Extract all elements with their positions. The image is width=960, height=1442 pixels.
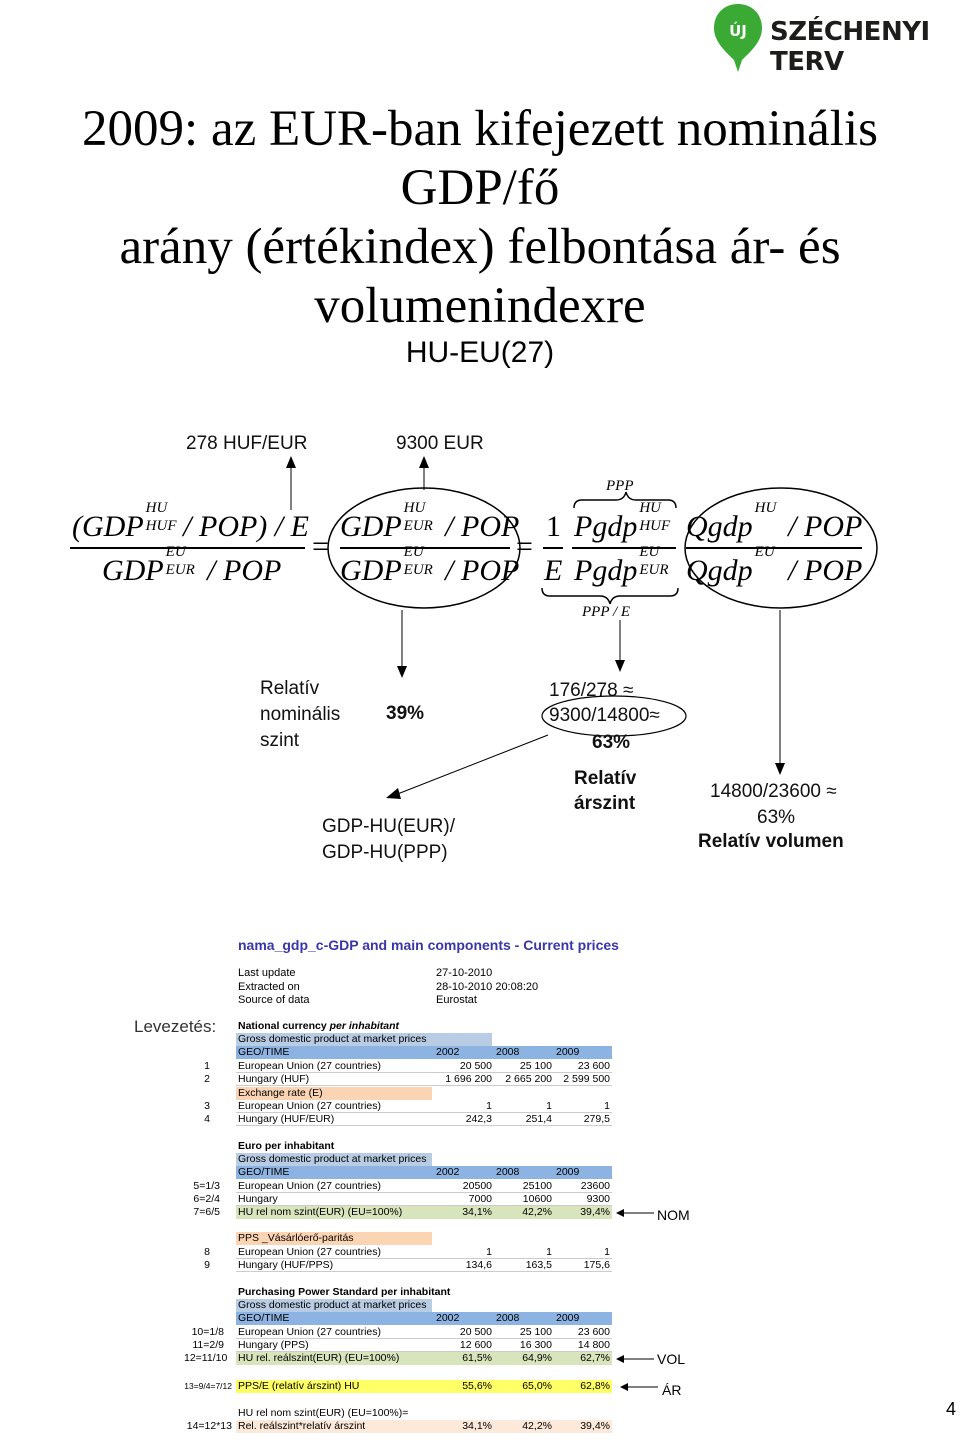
eur-per-capita-label: 9300 EUR [396, 433, 484, 454]
section-pps-per-inhabitant: Purchasing Power Standard per inhabitant [238, 1286, 451, 1298]
ppp-e-brace-label: PPP / E [582, 604, 631, 620]
arrow-up-exchange-rate [286, 456, 296, 468]
exchange-rate-header: Exchange rate (E) [236, 1087, 432, 1100]
gdp-market-prices-header-2: Gross domestic product at market prices [236, 1153, 432, 1166]
arrow-left-icon [616, 1355, 654, 1363]
brace-bottom [541, 587, 679, 605]
row-number-11: 11=2/9 [192, 1339, 224, 1351]
arrow-gdp-ratio [386, 788, 401, 799]
row-number-3: 3 [204, 1100, 210, 1112]
equals-sign-2: = [516, 530, 533, 563]
nom-label: NOM [657, 1207, 690, 1223]
relative-nominal-label: Relatív nominális szint [260, 678, 341, 751]
title-line-1: 2009: az EUR-ban kifejezett nominális GD… [82, 101, 878, 216]
logo-mark-text: ÚJ [729, 21, 747, 40]
pps-header: PPS _Vásárlóerő-paritás [236, 1232, 432, 1245]
row-number-1: 1 [204, 1060, 210, 1072]
brace-top [573, 491, 677, 509]
table-meta-keys: Last update Extracted on Source of data [238, 967, 310, 1006]
row-number-14: 14=12*13 [186, 1420, 232, 1432]
equals-sign-1: = [312, 530, 329, 563]
ellipse-price-ratio [541, 695, 687, 737]
arrow-down-price [615, 660, 625, 672]
table-row-highlight-vol: HU rel. reálszint(EUR) (EU=100%)61,5%64,… [236, 1352, 612, 1365]
table-row-highlight-nom: HU rel nom szint(EUR) (EU=100%)34,1%42,2… [236, 1206, 612, 1219]
arrow-left-icon [616, 1209, 654, 1217]
row-14-caption: HU rel nom szint(EUR) (EU=100%)= [238, 1407, 409, 1419]
relative-price-label: Relatív árszint [574, 768, 637, 814]
section-euro-per-inhabitant: Euro per inhabitant [238, 1140, 335, 1152]
szechenyi-logo-icon: ÚJ [714, 4, 762, 72]
gdp-ratio-label: GDP-HU(EUR)/ GDP-HU(PPP) [322, 816, 455, 863]
price-ratio-line-2: 9300/14800≈ [549, 705, 660, 726]
page-title: 2009: az EUR-ban kifejezett nominális GD… [0, 100, 960, 336]
row-number-10: 10=1/8 [191, 1326, 224, 1338]
volume-ratio-value: 63% [757, 807, 796, 828]
ar-label: ÁR [662, 1382, 682, 1398]
relative-volume-label: Relatív volumen [698, 831, 844, 852]
volume-ratio-line-1: 14800/23600 ≈ [710, 781, 837, 802]
row-number-5: 5=1/3 [193, 1180, 220, 1192]
page-subtitle: HU-EU(27) [405, 336, 555, 369]
formula-3-one: 1 [546, 510, 561, 543]
exchange-rate-label: 278 HUF/EUR [186, 433, 308, 454]
row-number-12: 12=11/10 [184, 1352, 228, 1364]
row-number-4: 4 [204, 1113, 210, 1125]
table-meta-values: 27-10-2010 28-10-2010 20:08:20 Eurostat [436, 967, 539, 1006]
gdp-market-prices-header: Gross domestic product at market prices [236, 1033, 492, 1046]
formula-3-e: E [544, 554, 563, 587]
decomposition-diagram [70, 456, 878, 799]
gdp-market-prices-header-3: Gross domestic product at market prices [236, 1299, 432, 1312]
ppp-brace-label: PPP [606, 478, 634, 494]
arrow-down-nominal [397, 666, 407, 678]
title-line-3: volumenindexre [314, 278, 646, 334]
table-title: nama_gdp_c-GDP and main components - Cur… [238, 937, 619, 953]
price-ratio-value: 63% [592, 732, 631, 753]
row-number-8: 8 [204, 1246, 210, 1258]
relative-nominal-value: 39% [386, 703, 425, 724]
vol-label: VOL [657, 1351, 686, 1367]
arrow-down-volume [775, 763, 785, 775]
section-national-currency: National currency per inhabitant [238, 1020, 400, 1032]
row-number-2: 2 [204, 1073, 210, 1085]
levezetes-label: Levezetés: [134, 1017, 217, 1036]
arrow-left-icon [620, 1383, 658, 1391]
arrow-up-eur [419, 456, 429, 468]
price-ratio-line-1: 176/278 ≈ [549, 680, 634, 701]
logo-text: SZÉCHENYI TERV [770, 17, 930, 77]
row-number-9: 9 [204, 1259, 210, 1271]
ellipse-volume-ratio [684, 487, 878, 609]
page-number: 4 [945, 1399, 956, 1419]
title-line-2: arány (értékindex) felbontása ár- és [119, 219, 841, 275]
row-number-13: 13=9/4=7/12 [184, 1381, 232, 1391]
row-number-6: 6=2/4 [193, 1193, 220, 1205]
row-number-7: 7=6/5 [193, 1206, 220, 1218]
